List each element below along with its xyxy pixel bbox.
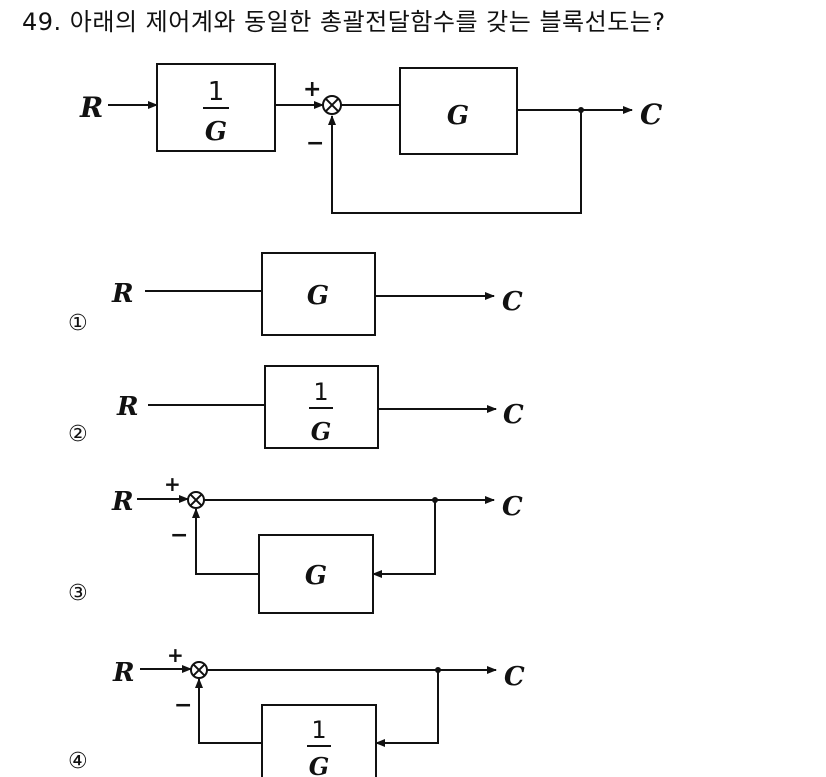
opt3-summing-junction [187, 491, 205, 509]
option-1-diagram: R G C ① [68, 252, 523, 336]
option-4-marker[interactable]: ④ [68, 749, 88, 774]
opt3-block-G-label: G [305, 561, 327, 591]
opt4-minus-sign: − [174, 693, 192, 718]
option-1-marker[interactable]: ① [68, 311, 88, 336]
opt4-block-denominator: G [309, 752, 330, 777]
main-diagram: R 1 G + − G C [79, 63, 663, 214]
opt2-block-1-over-G [264, 365, 379, 449]
main-block-1-over-G [156, 63, 276, 152]
option-2-diagram: R 1 G C ② [68, 365, 524, 449]
opt1-C-label: C [502, 287, 523, 317]
question-text: 49. 아래의 제어계와 동일한 총괄전달함수를 갖는 블록선도는? [22, 8, 666, 36]
opt2-block-numerator: 1 [313, 378, 328, 406]
option-3-diagram: R + − C G ③ [68, 472, 523, 614]
opt4-block-numerator: 1 [311, 716, 326, 744]
opt2-block-denominator: G [311, 417, 332, 446]
opt4-block-1-over-G [261, 704, 377, 777]
option-2-marker[interactable]: ② [68, 422, 88, 447]
option-3-marker[interactable]: ③ [68, 581, 88, 606]
opt3-C-label: C [502, 492, 523, 522]
opt1-block-G [261, 252, 376, 336]
opt3-plus-sign: + [164, 472, 181, 496]
main-block-numerator: 1 [208, 77, 225, 107]
opt4-C-label: C [504, 662, 525, 692]
option-4-diagram: R + − C 1 G ④ [68, 643, 525, 777]
main-plus-sign: + [303, 77, 321, 102]
main-block-G-label: G [447, 101, 469, 131]
opt3-R-label: R [111, 487, 134, 517]
opt4-plus-sign: + [167, 643, 184, 667]
opt3-minus-sign: − [170, 523, 188, 548]
opt2-C-label: C [503, 400, 524, 430]
opt4-summing-junction [190, 661, 208, 679]
opt1-block-G-label: G [307, 281, 329, 311]
opt4-R-label: R [112, 658, 135, 688]
main-summing-junction [322, 95, 342, 115]
opt1-R-label: R [111, 279, 134, 309]
opt2-R-label: R [116, 392, 139, 422]
main-minus-sign: − [306, 131, 324, 156]
main-C-label: C [640, 98, 663, 131]
main-R-label: R [79, 91, 103, 124]
main-block-denominator: G [205, 117, 227, 147]
